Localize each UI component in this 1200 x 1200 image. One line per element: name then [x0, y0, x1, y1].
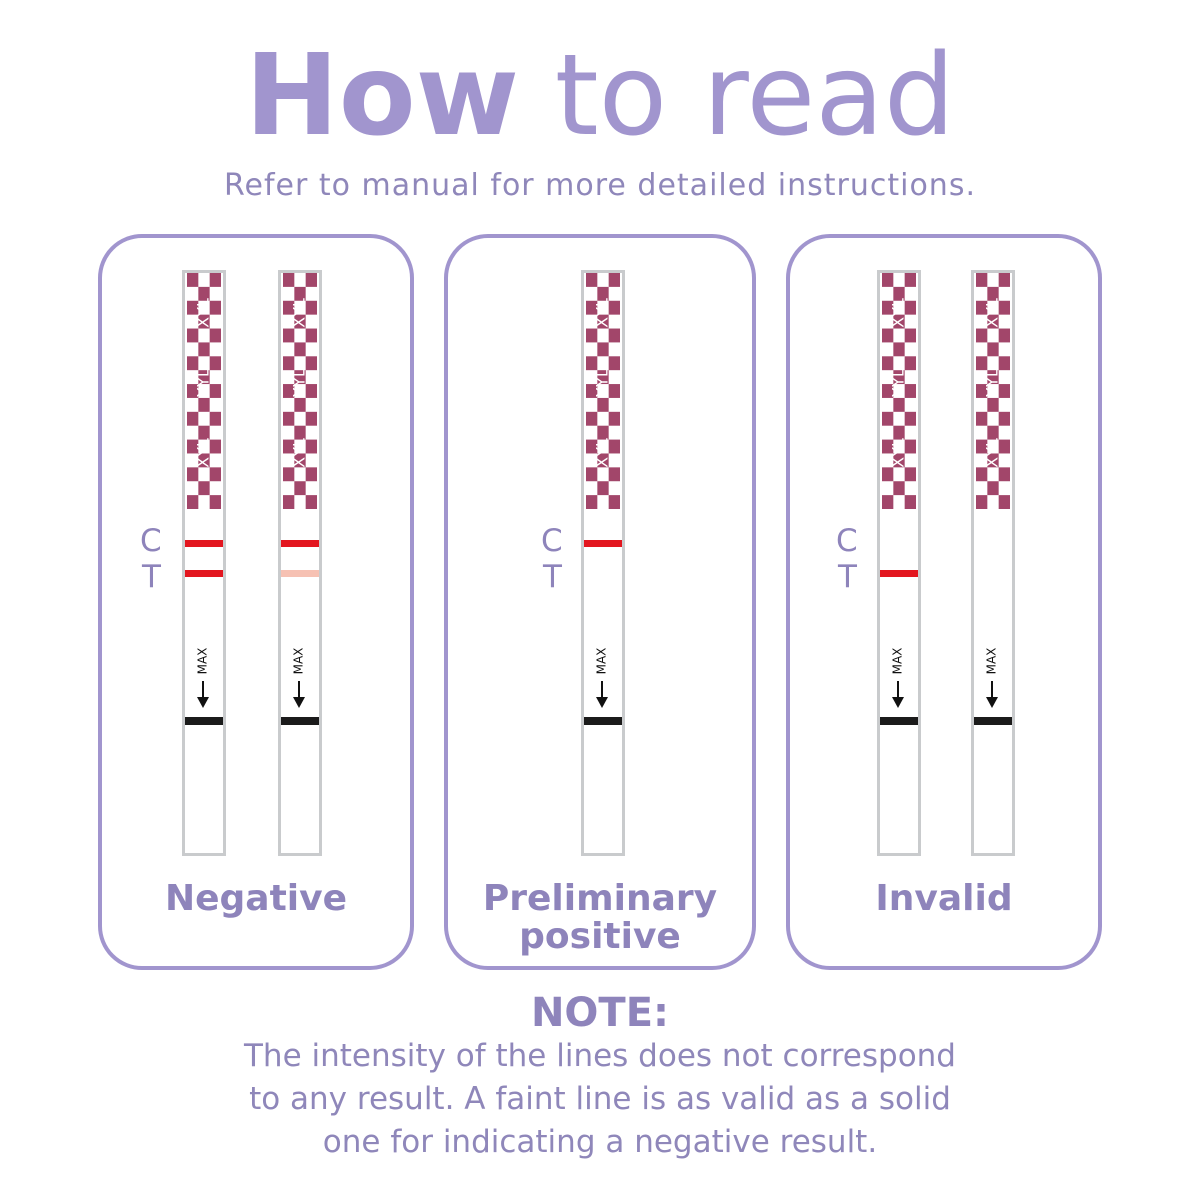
title-light-words: to read [554, 31, 956, 161]
strip-pattern: XYL XYL XYL [882, 273, 916, 509]
note-line: to any result. A faint line is as valid … [249, 1081, 951, 1117]
test-strip: XYL XYL XYL MAX [877, 270, 921, 856]
max-label: MAX [891, 648, 905, 675]
strip-pattern: XYL XYL XYL [586, 273, 620, 509]
control-line [281, 540, 319, 547]
test-strip: XYL XYL XYL MAX [278, 270, 322, 856]
test-letter: T [838, 559, 857, 595]
test-letter: T [142, 559, 161, 595]
strip-pattern-text: XYL [194, 298, 213, 328]
control-line [584, 540, 622, 547]
strip-pattern-text: XYL [889, 438, 908, 468]
strip-pattern-text: XYL [983, 298, 1002, 328]
panel-label-invalid: Invalid [790, 880, 1098, 918]
test-strip: XYL XYL XYL MAX [971, 270, 1015, 856]
control-line [185, 540, 223, 547]
max-label: MAX [595, 648, 609, 675]
title-bold-word: How [244, 31, 520, 161]
page-title: How to read [0, 26, 1200, 166]
max-arrow-icon: MAX [292, 648, 306, 708]
strip-pattern-text: XYL [983, 368, 1002, 398]
max-label: MAX [196, 648, 210, 675]
note-title: NOTE: [530, 990, 670, 1036]
max-line [185, 717, 223, 725]
page-subtitle: Refer to manual for more detailed instru… [224, 168, 976, 203]
max-arrow-icon: MAX [891, 648, 905, 708]
strip-pattern-text: XYL [194, 438, 213, 468]
panel-preliminary-positive: Preliminary positive [444, 234, 756, 970]
panel-negative: Negative [98, 234, 414, 970]
note-line: The intensity of the lines does not corr… [244, 1038, 956, 1074]
panel-label-negative: Negative [102, 880, 410, 918]
strip-pattern-text: XYL [593, 368, 612, 398]
max-label: MAX [985, 648, 999, 675]
max-line [974, 717, 1012, 725]
test-letter: T [543, 559, 562, 595]
strip-pattern: XYL XYL XYL [187, 273, 221, 509]
strip-pattern-text: XYL [593, 438, 612, 468]
panel-label-line: positive [519, 916, 681, 957]
note-line: one for indicating a negative result. [322, 1124, 878, 1160]
test-line [185, 570, 223, 577]
test-strip: XYL XYL XYL MAX [581, 270, 625, 856]
test-line [880, 570, 918, 577]
max-line [880, 717, 918, 725]
strip-pattern-text: XYL [290, 298, 309, 328]
max-line [584, 717, 622, 725]
strip-pattern-text: XYL [593, 298, 612, 328]
strip-pattern-text: XYL [290, 438, 309, 468]
panel-label-line: Preliminary [482, 878, 718, 919]
strip-pattern-text: XYL [983, 438, 1002, 468]
strip-pattern-text: XYL [889, 298, 908, 328]
control-letter: C [541, 523, 563, 559]
max-arrow-icon: MAX [595, 648, 609, 708]
max-line [281, 717, 319, 725]
strip-pattern-text: XYL [889, 368, 908, 398]
max-label: MAX [292, 648, 306, 675]
strip-pattern-text: XYL [290, 368, 309, 398]
test-strip: XYL XYL XYL MAX [182, 270, 226, 856]
strip-pattern: XYL XYL XYL [283, 273, 317, 509]
max-arrow-icon: MAX [196, 648, 210, 708]
panel-label-preliminary-positive: Preliminary positive [448, 880, 752, 956]
control-letter: C [140, 523, 162, 559]
test-line [281, 570, 319, 577]
panel-label-line: Negative [164, 878, 348, 919]
strip-pattern: XYL XYL XYL [976, 273, 1010, 509]
panel-invalid: Invalid [786, 234, 1102, 970]
control-letter: C [836, 523, 858, 559]
max-arrow-icon: MAX [985, 648, 999, 708]
panel-label-line: Invalid [875, 878, 1013, 919]
strip-pattern-text: XYL [194, 368, 213, 398]
